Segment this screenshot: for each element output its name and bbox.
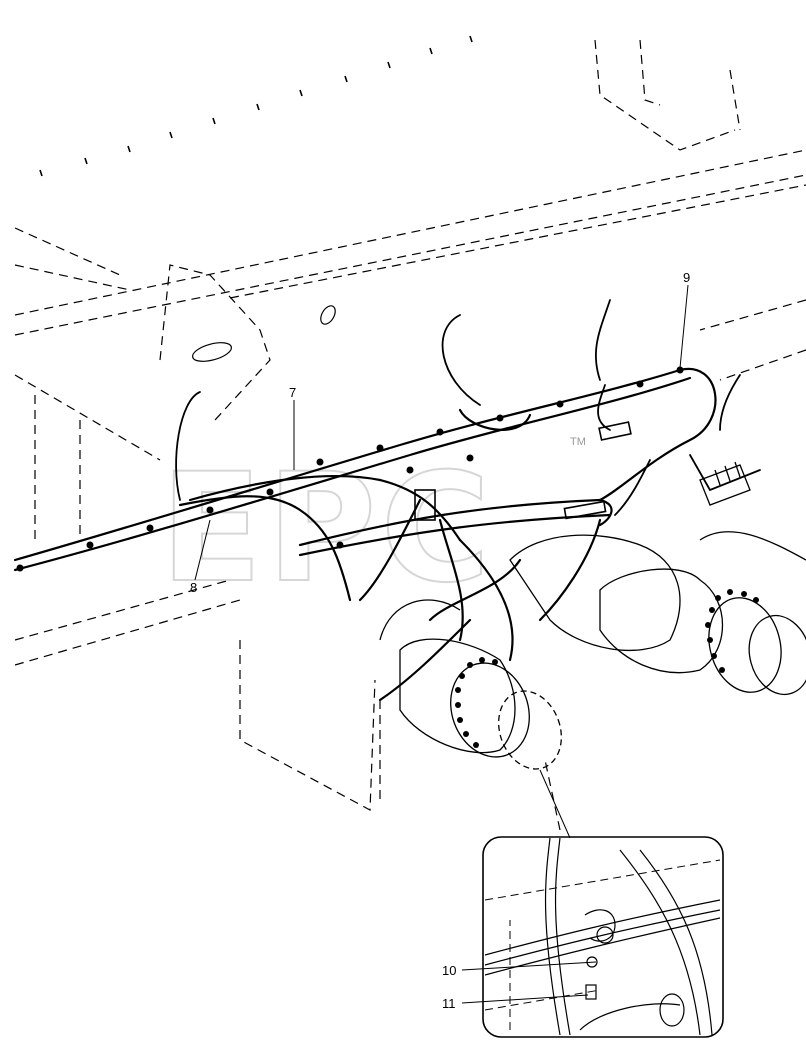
- detail-inset-frame: [482, 836, 724, 1038]
- rear-hub-bolts: [705, 589, 759, 673]
- frame-outline-dashed: [14, 39, 806, 831]
- harness-branches: [175, 299, 761, 516]
- watermark-trademark: TM: [570, 436, 586, 448]
- frame-holes: [191, 305, 336, 362]
- frame-tick-marks: [39, 35, 473, 177]
- front-hub-bolts: [455, 657, 498, 748]
- callout-11: 11: [442, 996, 456, 1011]
- detail-inset-lines: [484, 837, 721, 1036]
- main-harness: [13, 367, 717, 702]
- rear-axle-assembly: [509, 531, 806, 696]
- rear-bracket-detail: [699, 461, 751, 506]
- inset-callout-leaders: [461, 961, 597, 1004]
- watermark-text: EPC: [160, 442, 495, 616]
- callout-leaders: [194, 284, 689, 581]
- detail-inset-dashed: [484, 859, 721, 1030]
- harness-connectors: [16, 366, 684, 572]
- epc-watermark: EPC TM: [159, 436, 586, 617]
- front-axle-assembly: [379, 599, 562, 770]
- callout-9: 9: [683, 270, 690, 285]
- callout-7: 7: [289, 385, 296, 400]
- detail-inset: [482, 836, 724, 1038]
- detail-callout-line: [539, 769, 571, 839]
- callout-8: 8: [190, 580, 197, 595]
- callout-10: 10: [442, 963, 456, 978]
